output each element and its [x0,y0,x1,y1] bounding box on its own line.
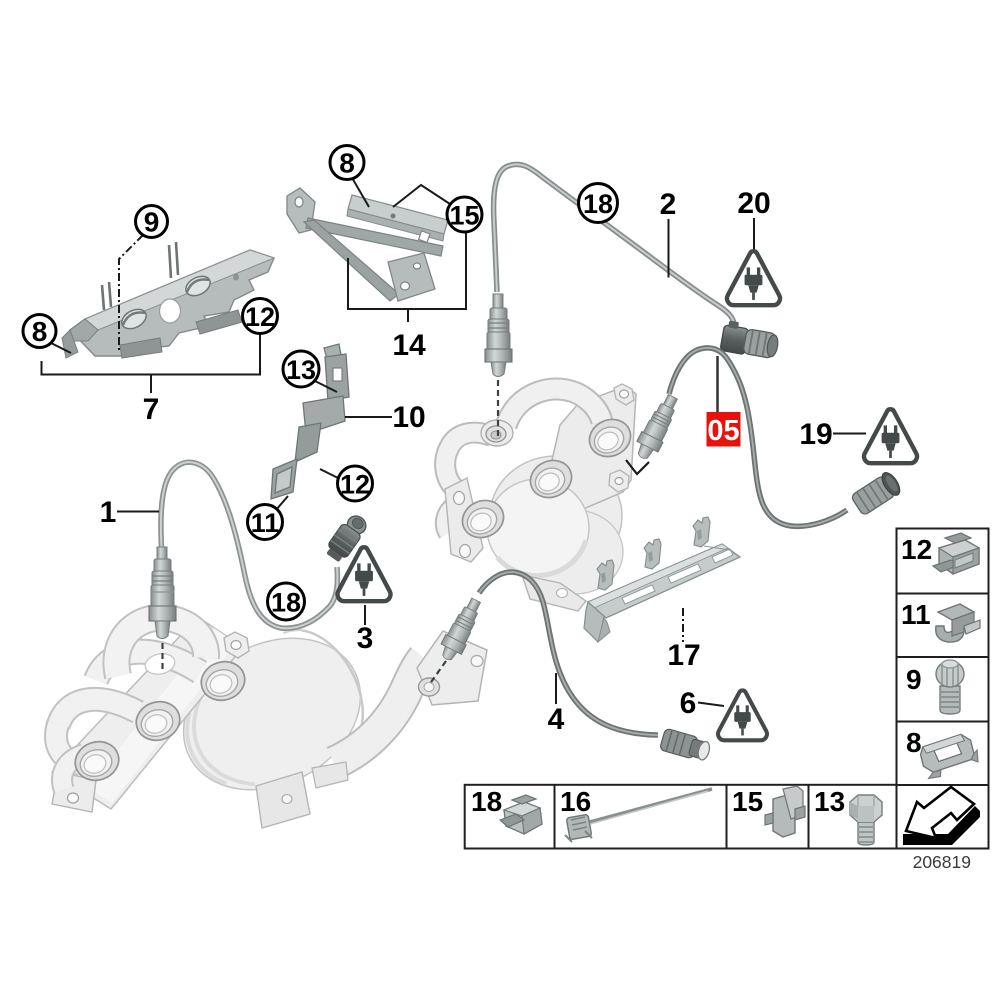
svg-text:16: 16 [560,786,591,817]
svg-text:18: 18 [583,189,613,219]
svg-text:6: 6 [680,687,697,720]
svg-text:3: 3 [357,622,374,655]
svg-text:05: 05 [707,415,739,447]
svg-text:12: 12 [901,534,932,565]
svg-text:10: 10 [392,401,425,434]
svg-text:2: 2 [660,188,677,221]
svg-text:12: 12 [245,302,275,332]
svg-text:19: 19 [799,418,832,451]
svg-text:13: 13 [814,786,845,817]
svg-text:9: 9 [144,207,160,238]
svg-text:11: 11 [901,599,931,630]
svg-text:14: 14 [392,329,426,362]
svg-text:15: 15 [732,786,763,817]
svg-text:9: 9 [906,664,922,695]
svg-text:18: 18 [471,786,502,817]
svg-text:4: 4 [548,703,565,736]
svg-text:17: 17 [667,639,700,672]
svg-text:18: 18 [271,588,301,618]
svg-text:8: 8 [339,148,355,179]
svg-text:8: 8 [906,727,922,758]
svg-text:7: 7 [143,393,160,426]
svg-text:1: 1 [100,496,117,529]
svg-text:11: 11 [251,508,280,538]
svg-text:15: 15 [449,201,479,231]
svg-text:20: 20 [737,187,770,220]
svg-text:13: 13 [286,355,316,385]
svg-text:8: 8 [32,316,48,347]
svg-text:206819: 206819 [913,852,971,872]
svg-text:12: 12 [340,470,370,500]
